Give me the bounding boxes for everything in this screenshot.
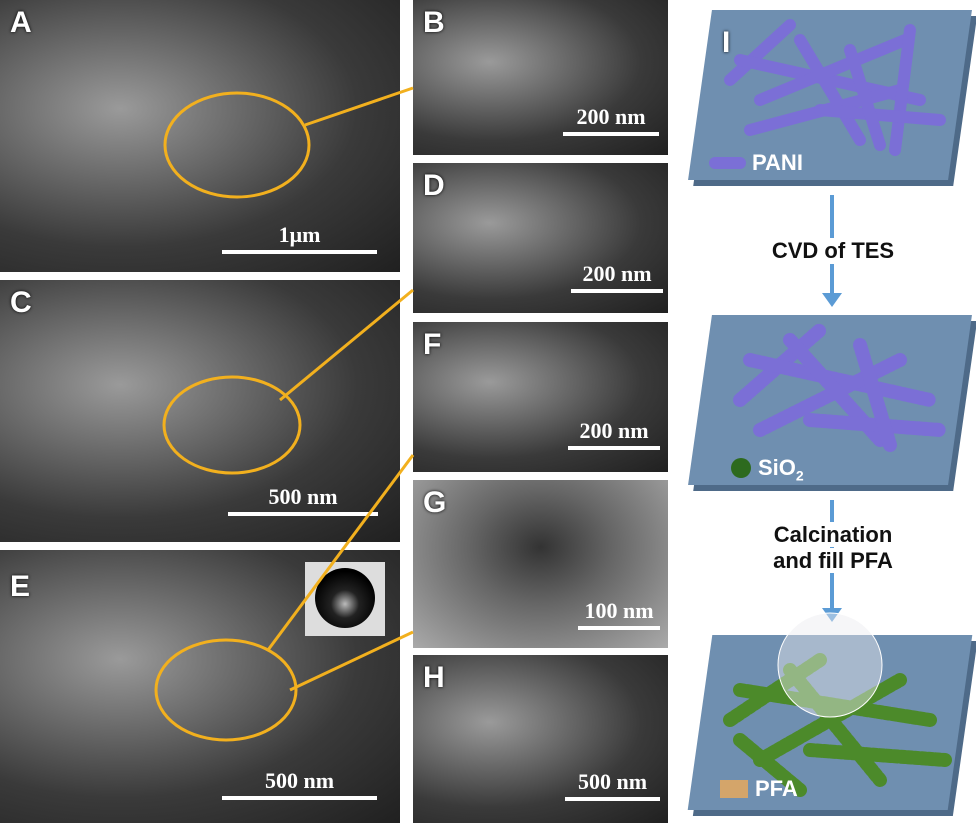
scale-bar: 200 nm [568,418,660,450]
step-cvd-label: CVD of TES [690,238,976,264]
schematic-plate-2 [688,315,972,485]
panel-f: F 200 nm [413,322,668,472]
panel-label: E [10,570,31,603]
schematic-plate-1 [688,10,972,180]
panel-e: E 500 nm [0,550,400,823]
panel-label: B [423,6,445,39]
scale-bar: 200 nm [563,104,659,136]
scale-bar: 500 nm [222,768,377,800]
schematic-plate-3 [687,635,973,810]
panel-c: C 500 nm [0,280,400,542]
panel-h: H 500 nm [413,655,668,823]
panel-label: A [10,6,32,39]
panel-label: H [423,661,445,694]
scale-bar: 200 nm [571,261,663,293]
panel-label: D [423,169,445,202]
panel-b: B 200 nm [413,0,668,155]
panel-d: D 200 nm [413,163,668,313]
panel-a: A 1μm [0,0,400,272]
panel-label: G [423,486,447,519]
scale-bar: 100 nm [578,598,660,630]
water-droplet-inset [305,562,385,636]
legend-pani: PANI [752,150,803,175]
legend-pfa: PFA [755,776,798,801]
panel-label: F [423,328,442,361]
scale-bar: 1μm [222,222,377,254]
scale-bar: 500 nm [565,769,660,801]
scale-bar: 500 nm [228,484,378,516]
panel-label: C [10,286,32,319]
legend-sio2: SiO2 [758,455,804,484]
panel-label: I [722,26,731,59]
panel-g: G 100 nm [413,480,668,648]
